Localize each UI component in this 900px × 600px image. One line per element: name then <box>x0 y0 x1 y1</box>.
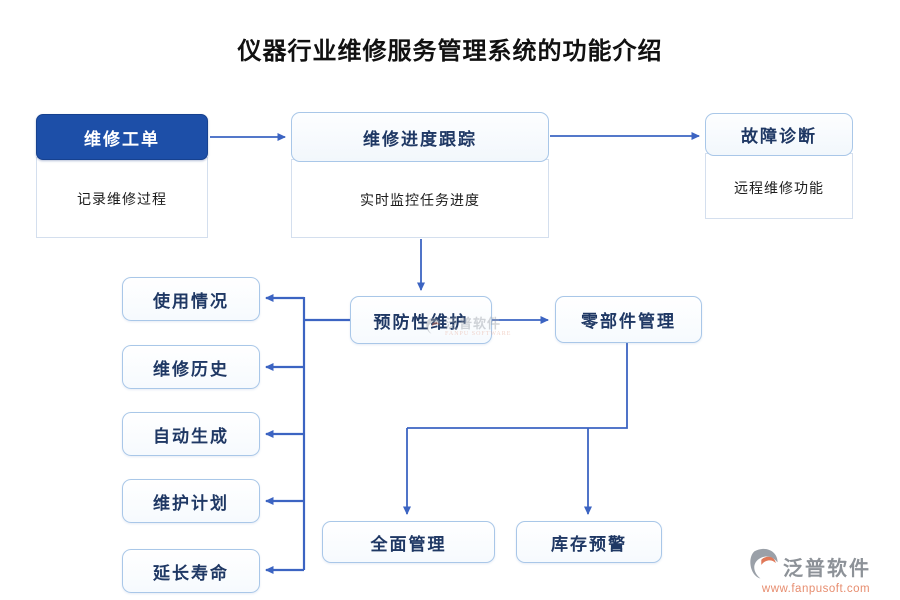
brand-logo-icon <box>746 547 780 586</box>
watermark-subtext: FANPU SOFTWARE <box>445 331 512 337</box>
watermark: 泛普软件 FANPU SOFTWARE <box>424 317 511 340</box>
card-progress-tracking-body: 实时监控任务进度 <box>291 159 549 238</box>
card-repair-order: 维修工单 记录维修过程 <box>36 114 208 238</box>
watermark-name: 泛普软件 <box>445 316 502 331</box>
line-parts-to-bottom-bus <box>407 343 628 429</box>
node-maintenance-plan: 维护计划 <box>122 479 260 523</box>
page-title: 仪器行业维修服务管理系统的功能介绍 <box>237 39 663 65</box>
card-fault-diagnosis-header: 故障诊断 <box>705 113 853 156</box>
node-auto-generate: 自动生成 <box>122 412 260 456</box>
watermark-logo-icon <box>424 317 442 340</box>
card-progress-tracking-header: 维修进度跟踪 <box>291 112 549 162</box>
brand-name: 泛普软件 <box>783 558 871 580</box>
node-usage-status: 使用情况 <box>122 277 260 321</box>
brand-url: www.fanpusoft.com <box>761 583 871 595</box>
node-extend-life: 延长寿命 <box>122 549 260 593</box>
node-inventory-alert: 库存预警 <box>516 521 662 563</box>
node-parts-management: 零部件管理 <box>555 296 702 343</box>
card-fault-diagnosis: 故障诊断 远程维修功能 <box>705 113 853 219</box>
node-preventive-maintenance: 预防性维护 <box>350 296 492 344</box>
card-fault-diagnosis-body: 远程维修功能 <box>705 153 853 219</box>
node-repair-history: 维修历史 <box>122 345 260 389</box>
card-repair-order-header: 维修工单 <box>36 114 208 160</box>
node-overall-management: 全面管理 <box>322 521 495 563</box>
brand-logo: 泛普软件 www.fanpusoft.com <box>746 547 886 595</box>
card-repair-order-body: 记录维修过程 <box>36 157 208 238</box>
card-progress-tracking: 维修进度跟踪 实时监控任务进度 <box>291 112 549 238</box>
